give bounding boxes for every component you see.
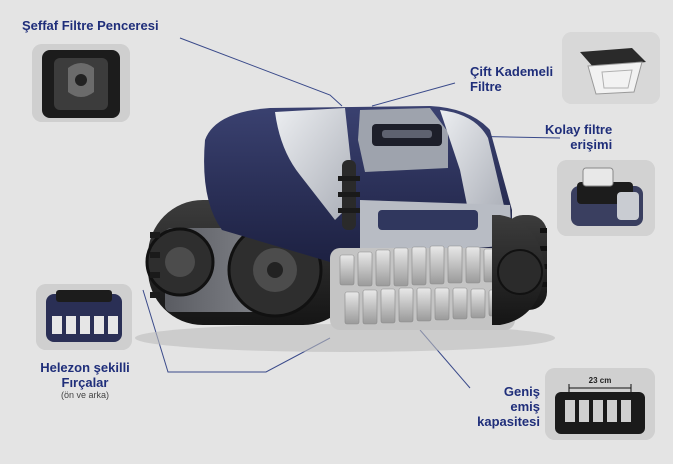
label-dual-filter-line1: Çift Kademeli <box>470 64 554 79</box>
label-capacity: Geniş emiş kapasitesi <box>470 384 540 429</box>
thumb-dual-filter <box>562 32 660 104</box>
handle-post <box>338 160 360 230</box>
thumb-transparent-window <box>32 44 130 122</box>
label-brushes: Helezon şekilli Fırçalar (ön ve arka) <box>30 360 140 401</box>
robot-cleaner <box>135 106 555 352</box>
filter-window <box>372 124 442 146</box>
label-capacity-line2: emiş <box>510 399 540 414</box>
leader-brushes <box>142 289 331 373</box>
dual-filter-thumb-image <box>562 32 660 104</box>
label-brushes-note: (ön ve arka) <box>60 390 110 400</box>
leader-dual-filter <box>371 82 456 107</box>
filter-window-thumb-image <box>32 44 130 122</box>
easy-access-thumb-image <box>557 160 655 236</box>
label-easy-access: Kolay filtre erişimi <box>545 122 612 152</box>
brushes-thumb-image <box>36 284 132 350</box>
label-dual-filter-line2: Filtre <box>470 79 502 94</box>
label-capacity-line3: kapasitesi <box>477 414 540 429</box>
label-brushes-line1: Helezon şekilli <box>40 360 130 375</box>
capacity-thumb-image <box>545 368 655 440</box>
thumb-easy-access <box>557 160 655 236</box>
front-track-wheel <box>492 215 545 325</box>
label-brushes-line2: Fırçalar <box>61 375 109 390</box>
dimension-label: 23 cm <box>588 376 612 385</box>
label-capacity-line1: Geniş <box>503 384 540 399</box>
thumb-brushes <box>36 284 132 350</box>
thumb-capacity: 23 cm <box>545 368 655 440</box>
top-panel-right <box>440 110 505 220</box>
label-dual-filter: Çift Kademeli Filtre <box>470 64 553 94</box>
label-easy-access-line1: Kolay filtre <box>545 122 613 137</box>
label-transparent-window: Şeffaf Filtre Penceresi <box>22 18 159 33</box>
leader-transparent-window <box>179 37 343 107</box>
top-panel-left <box>275 108 355 220</box>
label-easy-access-line2: erişimi <box>570 137 613 152</box>
helical-brushes <box>330 245 515 330</box>
left-track <box>145 200 358 325</box>
label-transparent-window-text: Şeffaf Filtre Penceresi <box>22 18 159 33</box>
